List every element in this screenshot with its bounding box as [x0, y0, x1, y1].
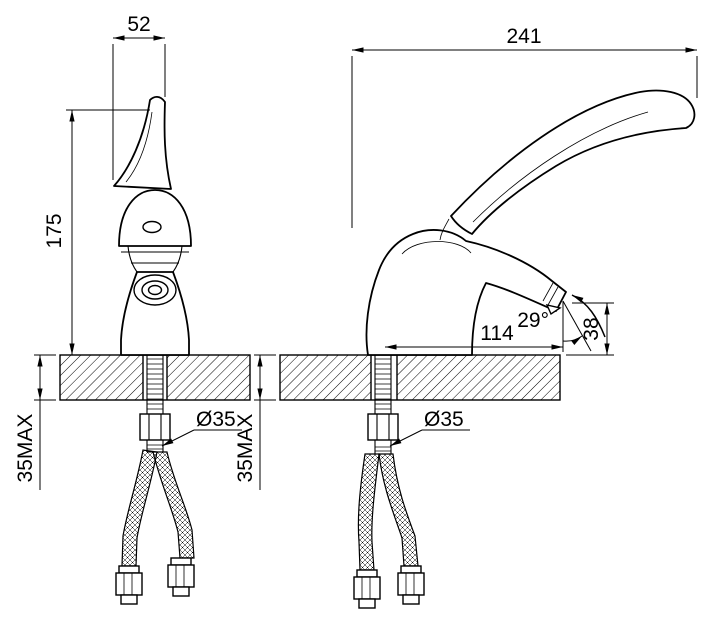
extension-lines: [254, 354, 276, 490]
lever-pivot-line: [439, 218, 450, 241]
dim-body-height: 175: [43, 109, 150, 355]
countertop-hatch-left: [60, 355, 143, 400]
dim-deck-thickness-side: 35MAX: [234, 354, 276, 490]
braided-hose: [357, 453, 380, 571]
dim-overall-length: 241: [351, 25, 698, 228]
hose-fitting: [167, 557, 195, 597]
dim-label: 35MAX: [14, 414, 37, 483]
cartridge-line: [401, 241, 472, 255]
lever-ridge-line: [472, 111, 649, 223]
aerator-nozzle: [545, 304, 562, 316]
dim-hole-diameter-side: Ø35: [389, 408, 470, 447]
dim-outlet-height: 38: [566, 302, 614, 356]
braided-hose: [121, 449, 158, 567]
mounting-shank-side: [367, 355, 399, 455]
dim-label: 175: [43, 213, 66, 248]
dim-label: 52: [127, 13, 150, 36]
countertop-hatch-left: [280, 355, 371, 400]
dim-deck-thickness-front: 35MAX: [14, 354, 56, 490]
braided-hose: [378, 453, 419, 567]
dome-indicator-oval: [142, 220, 162, 234]
cartridge-dome: [118, 189, 192, 247]
dim-label: 29°: [517, 309, 549, 332]
dim-label: Ø35: [424, 408, 464, 431]
leader-arrow: [389, 429, 423, 447]
faucet-side: [365, 89, 696, 356]
nut-facets: [376, 414, 390, 440]
countertop-side: [279, 354, 561, 401]
spout-aerator-inner: [147, 284, 163, 296]
stream-curve-arrow: [571, 294, 606, 338]
hose-fitting: [353, 569, 381, 609]
countertop-hatch-right: [167, 355, 250, 400]
stream-line: [562, 300, 592, 352]
countertop-front: [59, 354, 251, 401]
shank-threads: [375, 358, 391, 452]
shank-threads: [147, 358, 163, 450]
dim-label: Ø35: [196, 408, 236, 431]
dim-stream-angle: 29°: [517, 294, 606, 352]
supply-hoses-front: [115, 449, 195, 605]
body-collar: [127, 245, 183, 273]
leader-arrow: [161, 429, 195, 447]
side-view: 241 29° 114 38 35MAX: [234, 25, 698, 609]
extension-lines: [351, 56, 698, 228]
spout-tip-lines: [542, 282, 559, 306]
supply-hoses-side: [353, 453, 425, 609]
angle-arc: [562, 335, 583, 345]
nut-facets: [148, 414, 162, 440]
lever-edge-line: [125, 111, 153, 183]
hose-fitting: [397, 565, 425, 605]
dim-handle-width: 52: [112, 13, 166, 180]
mounting-nut: [367, 413, 399, 441]
braided-hose: [152, 451, 195, 559]
mount-hole-edges: [370, 355, 398, 400]
mount-hole-edges: [142, 355, 168, 400]
body-and-spout: [365, 229, 567, 356]
dim-spout-reach: 114: [385, 322, 563, 350]
lever-handle-front: [113, 95, 172, 190]
dim-label: 38: [580, 317, 603, 340]
mounting-shank-front: [139, 355, 171, 453]
mounting-nut: [139, 413, 171, 441]
countertop-hatch-right: [397, 355, 560, 400]
dim-label: 241: [506, 25, 541, 48]
dim-label: 35MAX: [234, 414, 257, 483]
hose-fitting: [115, 565, 143, 605]
dim-label: 114: [480, 322, 514, 345]
lever-handle-side: [450, 89, 696, 235]
front-view: 52 175 35MAX Ø35: [14, 13, 251, 605]
extension-lines: [34, 354, 56, 490]
extension-lines: [112, 44, 166, 180]
dim-hole-diameter-front: Ø35: [161, 408, 242, 447]
faucet-front: [113, 95, 192, 356]
